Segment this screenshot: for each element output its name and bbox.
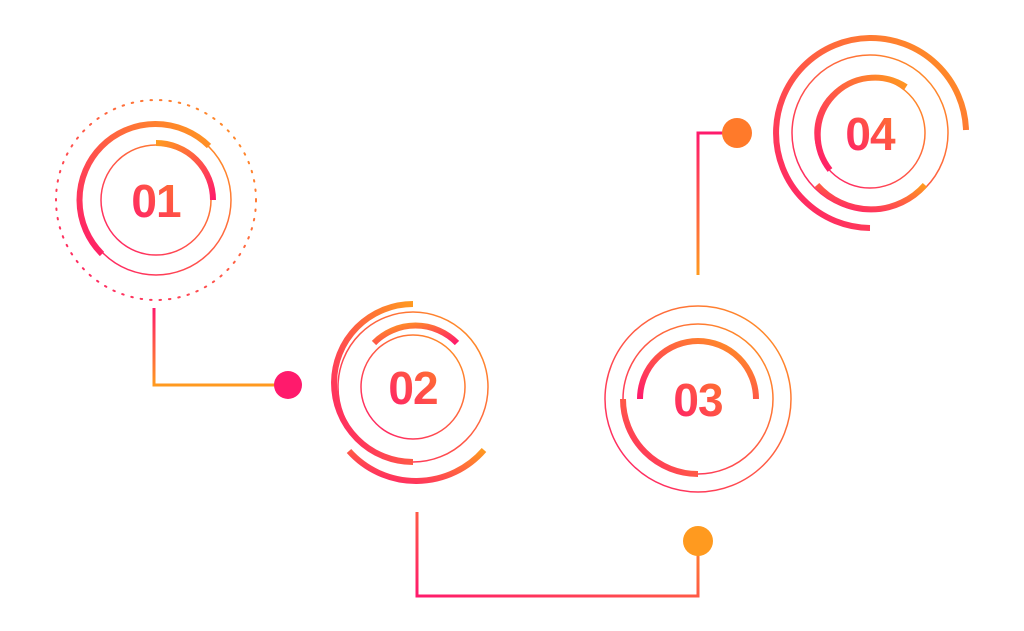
inner-arc	[371, 322, 460, 346]
outer-arc	[620, 398, 699, 477]
outer-arc	[773, 35, 969, 231]
outer-thin-ring	[604, 305, 792, 493]
step-number: 04	[845, 108, 896, 160]
step-02: 02	[331, 301, 489, 484]
step-03: 03	[604, 305, 792, 493]
outer-arc	[76, 121, 212, 257]
connector-dot	[274, 371, 302, 399]
step-01: 01	[55, 99, 257, 301]
connector-dot	[683, 526, 713, 556]
connector-02-03	[415, 512, 713, 598]
bottom-arc	[346, 448, 487, 484]
outer-arc	[331, 301, 414, 465]
step-number: 02	[388, 362, 437, 414]
bottom-arc	[814, 183, 928, 213]
inner-thin-ring	[360, 334, 466, 440]
inner-arc	[814, 74, 908, 172]
inner-arc	[155, 140, 216, 201]
inner-arc	[637, 338, 759, 400]
connector-03-04	[696, 118, 752, 275]
dotted-ring	[55, 99, 257, 301]
step-04: 04	[773, 35, 969, 231]
connector-01-02	[152, 308, 302, 399]
step-number: 01	[131, 175, 181, 227]
step-number: 03	[673, 374, 722, 426]
connector-dot	[722, 118, 752, 148]
